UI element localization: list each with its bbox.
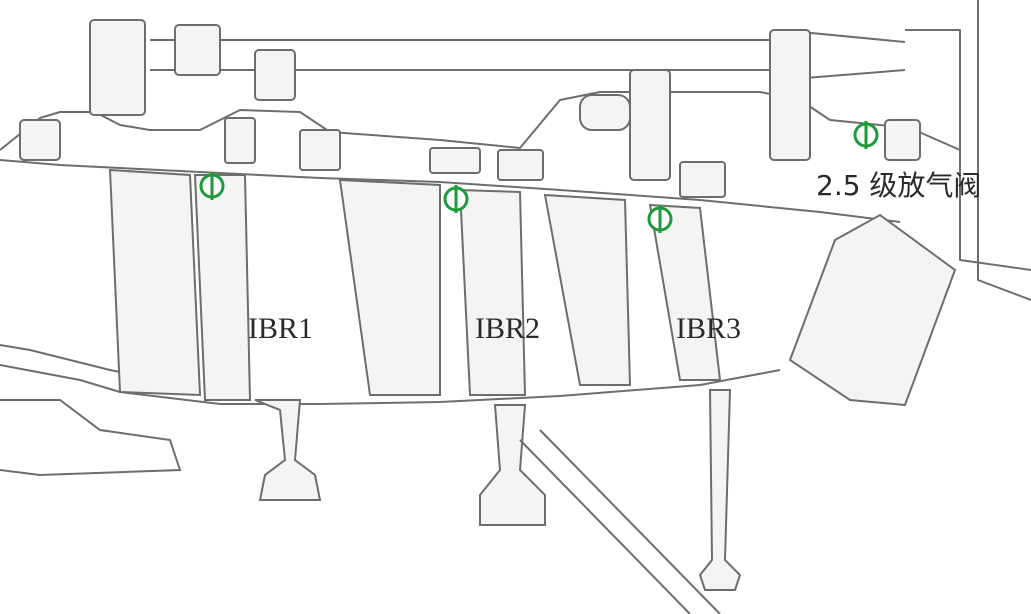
disc-3 bbox=[698, 389, 742, 591]
ibr3-blade bbox=[648, 203, 722, 381]
phi-marker-3 bbox=[647, 205, 673, 233]
bolt-8 bbox=[884, 119, 921, 161]
stator-blade-3 bbox=[543, 193, 632, 386]
right-wall-inner bbox=[905, 29, 1031, 271]
flow-path-inner bbox=[0, 364, 781, 405]
bolt-5 bbox=[299, 129, 341, 171]
bolt-2 bbox=[254, 49, 296, 101]
flow-path-outer bbox=[0, 159, 901, 223]
bolt-1 bbox=[174, 24, 221, 76]
flanges-bolts bbox=[19, 19, 921, 198]
disc-1 bbox=[254, 399, 322, 501]
valve-stem bbox=[769, 29, 811, 161]
bleed-duct bbox=[579, 94, 631, 131]
shaft-lines bbox=[0, 399, 721, 614]
ibr2-blade bbox=[458, 188, 527, 396]
right-wall bbox=[977, 0, 1031, 301]
disc-2 bbox=[479, 404, 546, 526]
bolt-4 bbox=[224, 117, 256, 164]
shaft bbox=[519, 429, 721, 614]
bolt-3 bbox=[19, 119, 61, 161]
label-bleed-valve: 2.5 级放气阀 bbox=[816, 169, 982, 202]
phi-marker-1 bbox=[199, 172, 225, 200]
ibr1-blade bbox=[193, 174, 252, 401]
bolt-9 bbox=[679, 161, 726, 198]
discs bbox=[254, 389, 742, 591]
bolt-6 bbox=[429, 147, 481, 174]
label-ibr3: IBR3 bbox=[676, 312, 742, 345]
stator-blade-1 bbox=[108, 168, 202, 397]
label-ibr1: IBR1 bbox=[248, 312, 314, 345]
label-ibr2: IBR2 bbox=[475, 312, 541, 345]
phi-markers bbox=[199, 121, 879, 233]
tie-rod bbox=[150, 39, 780, 71]
bleed-valve-body bbox=[788, 213, 957, 407]
phi-marker-2 bbox=[443, 185, 469, 213]
bearing-housing bbox=[0, 399, 182, 477]
flange-2 bbox=[629, 69, 671, 181]
phi-marker-4 bbox=[853, 121, 879, 149]
stator-blade-2 bbox=[338, 178, 441, 396]
blades bbox=[108, 168, 957, 407]
bolt-7 bbox=[497, 149, 544, 181]
flange-1 bbox=[89, 19, 146, 116]
